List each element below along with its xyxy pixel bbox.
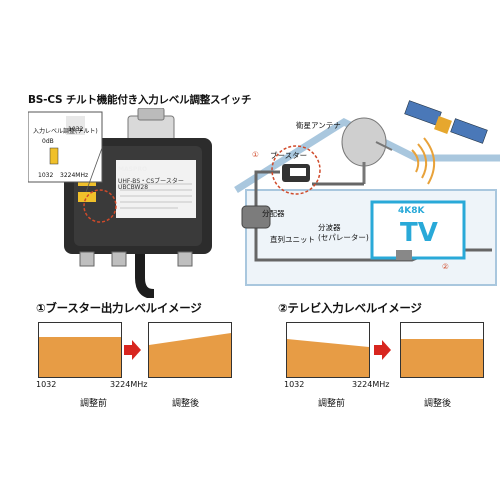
booster-product-image: [28, 108, 212, 298]
arrow-right-icon: [124, 340, 141, 360]
marker-2: ②: [442, 262, 449, 271]
section1-axis-high: 3224MHz: [110, 380, 148, 389]
model-code: UBCBW28: [118, 184, 149, 191]
separator-label-1: 分波器: [318, 223, 341, 232]
tv-label: TV: [400, 218, 438, 248]
section2-after-label: 調整後: [424, 399, 452, 409]
arrow-right-icon: [374, 340, 391, 360]
marker-1: ①: [252, 150, 259, 159]
section2-axis-low: 1032: [284, 380, 305, 389]
section1-heading: ①ブースター出力レベルイメージ: [36, 301, 202, 315]
level-fill: [401, 339, 483, 377]
inset-0db: 0dB: [42, 138, 54, 145]
brand-label: MASPRO: [118, 166, 148, 173]
section1-after-chart: [148, 322, 232, 378]
section2-heading: ②テレビ入力レベルイメージ: [278, 301, 422, 315]
level-fill: [39, 337, 121, 377]
level-fill: [287, 339, 369, 377]
tv-badge: 4K8K: [398, 206, 425, 216]
satellite-icon: [404, 100, 488, 144]
section2-before-label: 調整前: [318, 399, 346, 409]
satellite-antenna-icon: [341, 117, 393, 184]
splitter-label: 分配器: [262, 209, 285, 218]
section1-axis-low: 1032: [36, 380, 57, 389]
series-unit-label: 直列ユニット: [270, 235, 315, 244]
section2-before-chart: [286, 322, 370, 378]
section2-after-chart: [400, 322, 484, 378]
antenna-label: 衛星アンテナ: [296, 121, 341, 130]
inset-tick-low: 1032: [38, 172, 54, 179]
level-fill: [149, 333, 231, 377]
inset-tab-label: 1032: [68, 126, 84, 133]
separator-label-2: (セパレーター): [318, 233, 369, 242]
page-title: BS-CS チルト機能付き入力レベル調整スイッチ: [28, 94, 252, 106]
inset-tick-high: 3224MHz: [60, 172, 89, 179]
booster-label: ブースター: [270, 151, 308, 160]
inset-label: 入力レベル調整(チルト): [33, 128, 98, 135]
installation-diagram: [234, 100, 500, 286]
section1-before-chart: [38, 322, 122, 378]
model-text: UHF-BS・CSブースター: [118, 178, 184, 185]
section2-axis-high: 3224MHz: [352, 380, 390, 389]
section1-before-label: 調整前: [80, 399, 108, 409]
section1-after-label: 調整後: [172, 399, 200, 409]
